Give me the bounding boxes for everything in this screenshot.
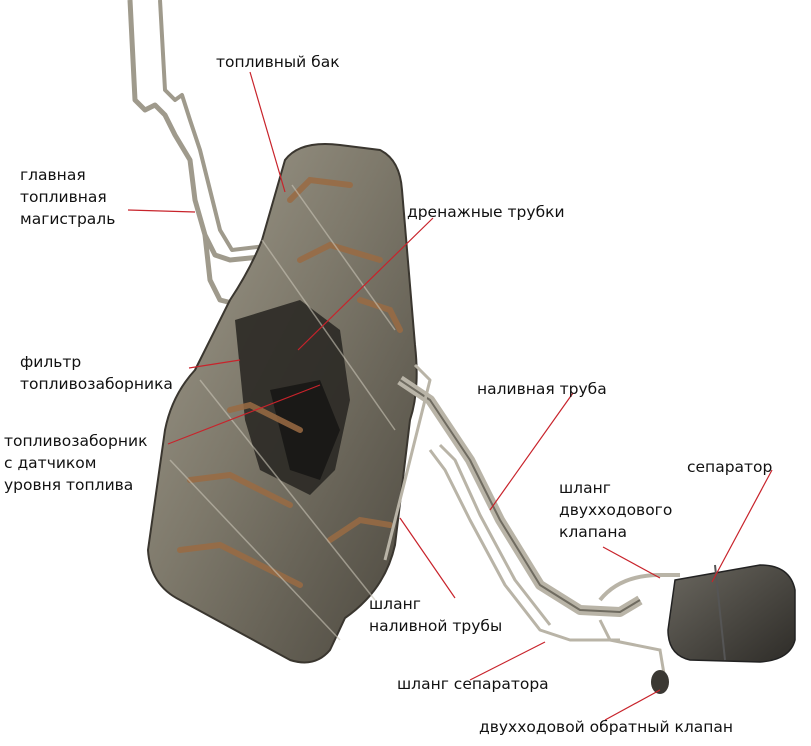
label-two-way-check-valve: двухходовой обратный клапан <box>479 718 733 736</box>
label-filler-pipe: наливная труба <box>477 380 607 398</box>
label-separator: сепаратор <box>687 458 773 476</box>
label-filler-pipe-hose: шланг наливной трубы <box>369 595 503 635</box>
label-two-way-valve-hose: шланг двухходового клапана <box>559 479 673 541</box>
label-main-fuel-line: главная топливная магистраль <box>20 166 116 228</box>
label-drain-tubes: дренажные трубки <box>407 203 565 221</box>
leader-lines <box>127 71 773 721</box>
label-intake-filter: фильтр топливозаборника <box>20 353 173 393</box>
separator-drawing <box>598 564 796 694</box>
filler-pipe-drawing <box>383 363 643 642</box>
label-fuel-intake-sensor: топливозаборник с датчиком уровня топлив… <box>4 432 148 494</box>
fuel-tank-drawing <box>146 143 418 664</box>
label-separator-hose: шланг сепаратора <box>397 675 549 693</box>
label-fuel-tank: топливный бак <box>216 53 340 71</box>
